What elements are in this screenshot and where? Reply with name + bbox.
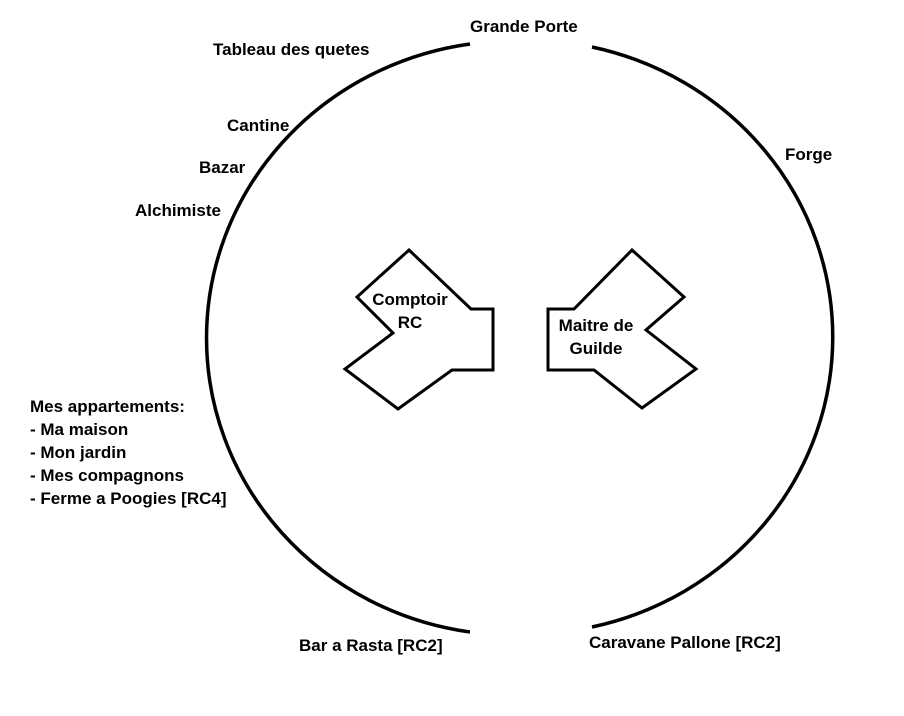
comptoir-building-shape[interactable] xyxy=(342,247,495,411)
label-bar-a-rasta[interactable]: Bar a Rasta [RC2] xyxy=(299,636,443,655)
maitre-label-line2: Guilde xyxy=(569,339,623,358)
town-wall-left-arc xyxy=(204,42,471,634)
label-tableau-des-quetes[interactable]: Tableau des quetes xyxy=(213,40,370,59)
label-alchimiste[interactable]: Alchimiste xyxy=(135,201,221,220)
appartements-heading: Mes appartements: xyxy=(30,397,185,416)
label-bazar[interactable]: Bazar xyxy=(199,158,246,177)
label-grande-porte[interactable]: Grande Porte xyxy=(470,17,578,36)
label-caravane-pallone[interactable]: Caravane Pallone [RC2] xyxy=(589,633,781,652)
maitre-guilde-building-shape[interactable] xyxy=(546,247,699,410)
comptoir-label-line1: Comptoir xyxy=(372,290,448,309)
comptoir-label-line2: RC xyxy=(397,313,423,332)
town-wall-right-arc xyxy=(591,45,835,629)
appartements-item[interactable]: - Mon jardin xyxy=(30,443,127,462)
appartements-item[interactable]: - Ma maison xyxy=(30,420,129,439)
appartements-item[interactable]: - Ferme a Poogies [RC4] xyxy=(30,489,227,508)
comptoir-rc-label[interactable]: Comptoir RC xyxy=(360,288,460,334)
appartements-list: Mes appartements: - Ma maison - Mon jard… xyxy=(30,395,227,510)
maitre-de-guilde-label[interactable]: Maitre de Guilde xyxy=(546,314,646,360)
maitre-label-line1: Maitre de xyxy=(558,316,634,335)
label-forge[interactable]: Forge xyxy=(785,145,833,164)
label-cantine[interactable]: Cantine xyxy=(227,116,290,135)
appartements-item[interactable]: - Mes compagnons xyxy=(30,466,184,485)
